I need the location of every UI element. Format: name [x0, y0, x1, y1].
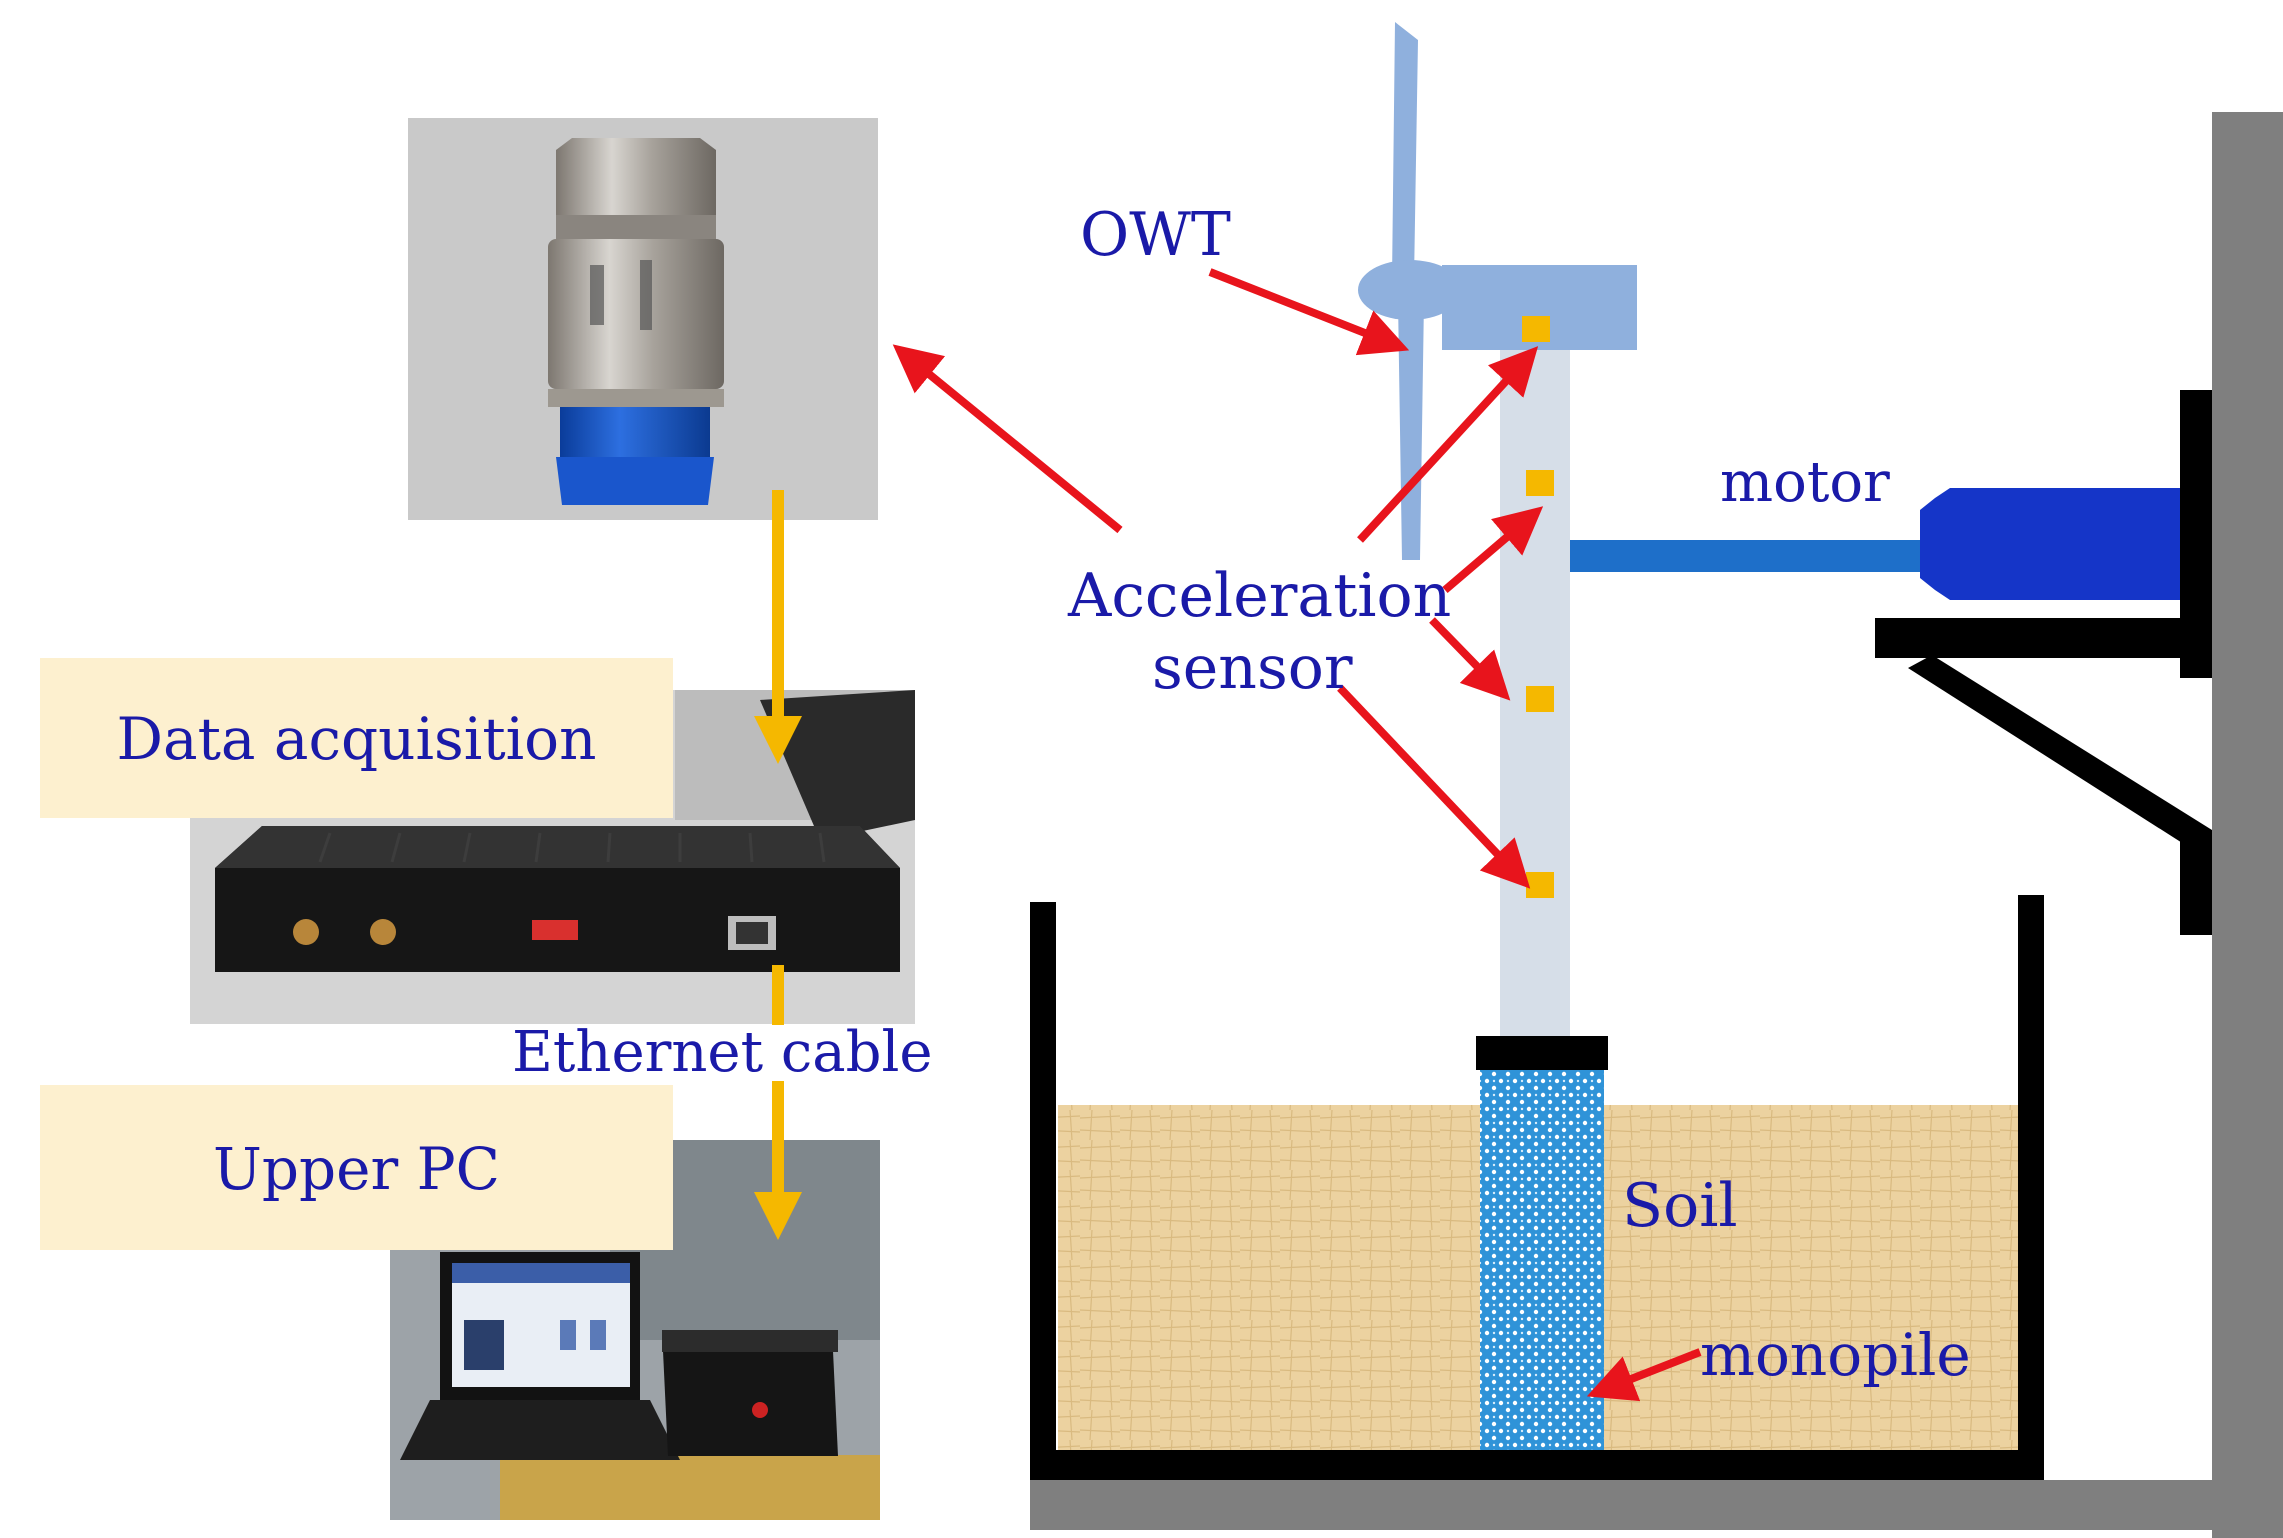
laptop-keyboard — [400, 1400, 680, 1460]
sensor-arrow-4 — [1337, 685, 1531, 889]
sensor-label: sensor — [1152, 633, 1353, 703]
tower — [1500, 328, 1570, 1036]
dip-switch — [532, 920, 578, 940]
owt-arrow — [1208, 268, 1410, 356]
sensor-arrow-2 — [1442, 506, 1544, 594]
tank-wall-left — [1030, 902, 1056, 1480]
motor-label: motor — [1720, 450, 1890, 515]
sensor-arrow-3 — [1429, 617, 1511, 701]
monopile — [1480, 1070, 1604, 1450]
monopile-label: monopile — [1700, 1321, 1971, 1389]
acceleration-sensor-marker — [1526, 686, 1554, 712]
support-strut — [1908, 655, 2212, 862]
sensor-connector — [560, 407, 710, 457]
motor — [1920, 488, 2180, 600]
port-icon — [293, 919, 319, 945]
acceleration-label: Acceleration — [1068, 561, 1452, 631]
port-icon — [370, 919, 396, 945]
soil-label: Soil — [1622, 1171, 1738, 1241]
upper-pc-label: Upper PC — [212, 1135, 501, 1203]
tank-bottom — [1030, 1450, 2044, 1480]
turbine-hub — [1358, 260, 1462, 320]
upper-pc-label-box — [40, 1085, 673, 1250]
floor — [1030, 1480, 2283, 1530]
daq-unit — [662, 1330, 838, 1456]
sensor-photo-arrow — [892, 344, 1123, 534]
reaction-wall — [2212, 112, 2283, 1538]
red-arrows — [892, 268, 1702, 1402]
acceleration-sensor-marker — [1522, 316, 1550, 342]
acceleration-sensor-marker — [1526, 470, 1554, 496]
sensor-photo — [408, 118, 878, 520]
support-plate — [1875, 618, 2212, 658]
motor-shaft — [1570, 540, 1920, 572]
pile-cap — [1476, 1036, 1608, 1070]
data-acquisition-label-box — [40, 658, 673, 818]
tank-wall-right — [2018, 895, 2044, 1480]
data-acquisition-label: Data acquisition — [116, 705, 597, 773]
monopile-arrow — [1586, 1348, 1702, 1402]
acceleration-sensor-marker — [1526, 872, 1554, 898]
sensor-hex-head — [556, 138, 716, 215]
test-rig — [1030, 22, 2283, 1538]
sensor-body — [548, 239, 724, 389]
owt-label: OWT — [1080, 200, 1231, 270]
ethernet-cable-label: Ethernet cable — [512, 1020, 933, 1085]
sensor-arrow-1 — [1357, 346, 1539, 543]
